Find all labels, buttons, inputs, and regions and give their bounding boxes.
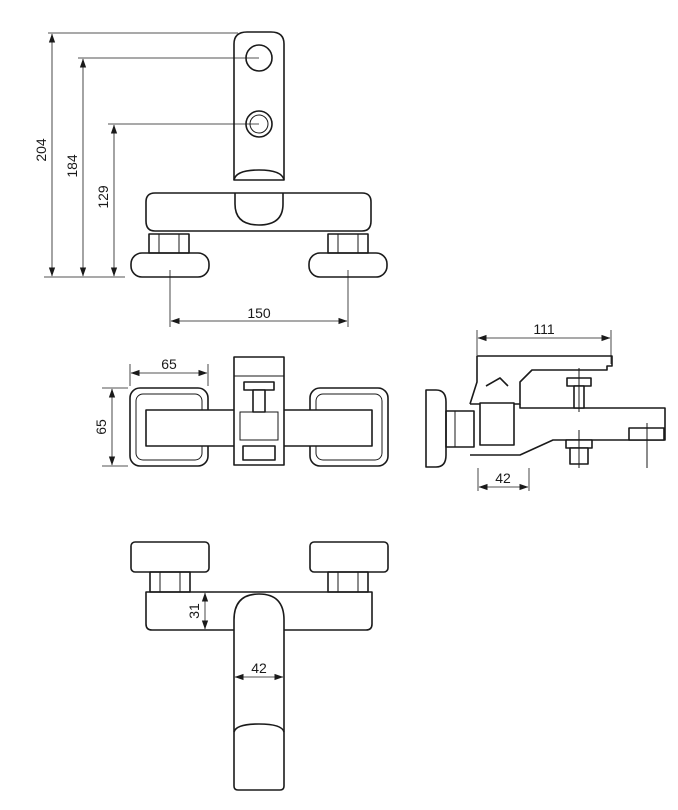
side-spout-outlet bbox=[565, 423, 665, 468]
svg-text:42: 42 bbox=[495, 470, 511, 486]
dimension-top-depth: 65 bbox=[93, 388, 116, 466]
svg-text:65: 65 bbox=[93, 419, 109, 435]
svg-text:111: 111 bbox=[533, 321, 554, 337]
bottom-extension-lines bbox=[192, 591, 214, 631]
svg-text:204: 204 bbox=[33, 138, 49, 162]
front-extension-lines bbox=[44, 32, 349, 327]
bottom-lever-handle bbox=[233, 593, 285, 791]
dimension-bottom-handle-width: 42 bbox=[234, 660, 284, 681]
side-diverter-knob bbox=[566, 368, 592, 412]
side-extension-lines bbox=[476, 330, 612, 491]
top-lever-handle bbox=[233, 356, 285, 466]
svg-text:150: 150 bbox=[247, 305, 271, 321]
bottom-mixer-body bbox=[145, 591, 373, 631]
bottom-view bbox=[130, 541, 389, 791]
side-wall-flange bbox=[425, 389, 475, 468]
bottom-right-flange bbox=[309, 541, 389, 593]
svg-text:129: 129 bbox=[95, 185, 111, 209]
dimension-side-projection: 111 bbox=[477, 321, 611, 342]
svg-text:184: 184 bbox=[64, 154, 80, 178]
dimension-height-upper-outlet: 184 bbox=[64, 58, 87, 277]
top-extension-lines bbox=[102, 364, 209, 467]
side-view bbox=[425, 355, 666, 468]
front-view bbox=[130, 31, 388, 278]
dimension-side-depth: 42 bbox=[478, 470, 529, 491]
bottom-left-flange bbox=[130, 541, 210, 593]
front-lever-handle bbox=[233, 31, 285, 181]
dimension-top-width: 65 bbox=[130, 356, 208, 377]
top-view bbox=[129, 356, 389, 467]
svg-text:65: 65 bbox=[161, 356, 177, 372]
dimension-height-lower-outlet: 129 bbox=[95, 124, 118, 277]
dimension-bottom-body-height: 31 bbox=[186, 592, 209, 630]
svg-text:42: 42 bbox=[251, 660, 267, 676]
side-mixer-body bbox=[469, 355, 666, 456]
front-mixer-body bbox=[145, 192, 372, 232]
dimension-height-total: 204 bbox=[33, 33, 56, 277]
dimension-center-distance: 150 bbox=[170, 305, 348, 325]
svg-text:31: 31 bbox=[186, 603, 202, 619]
